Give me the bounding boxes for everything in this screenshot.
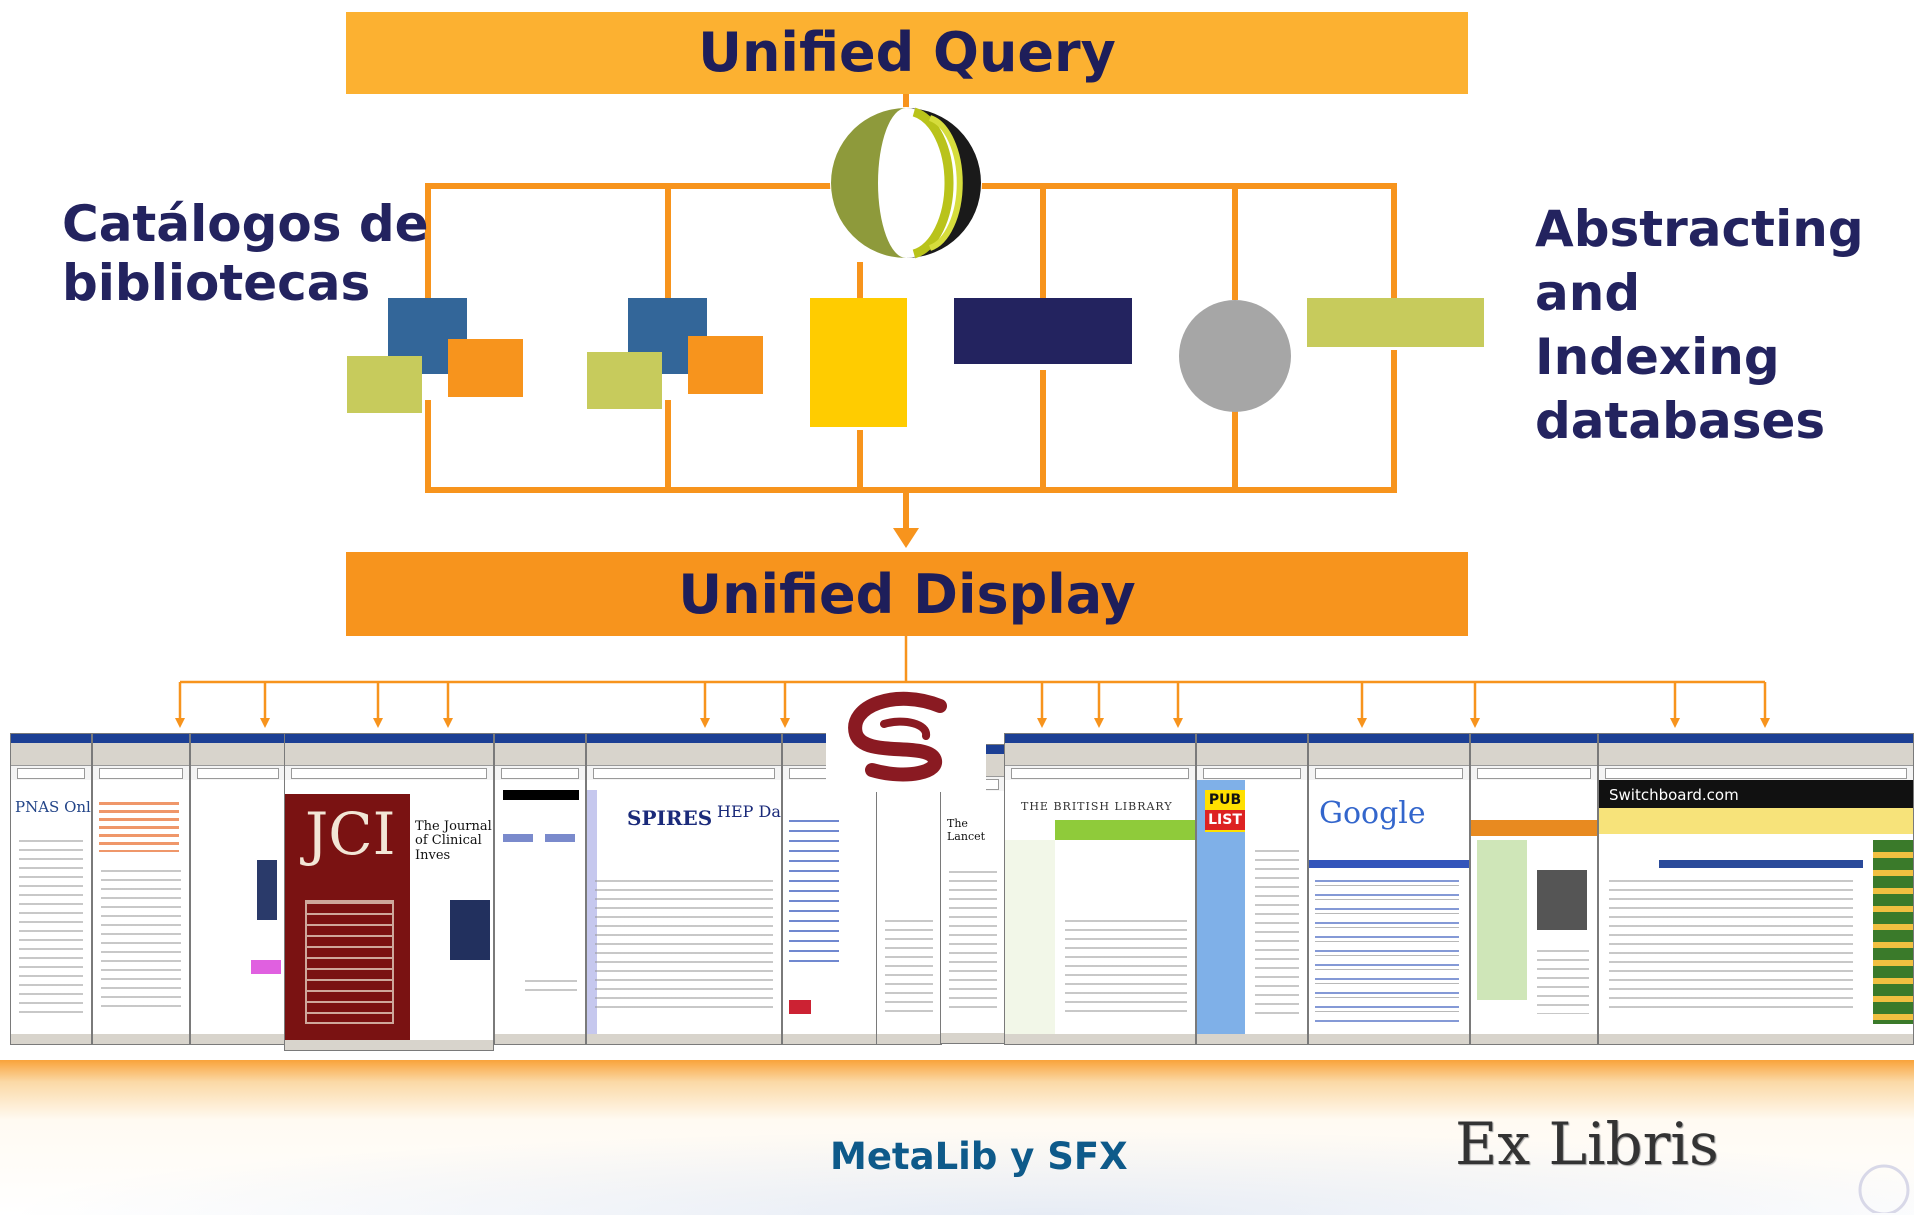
screenshot-amazon (1470, 733, 1598, 1045)
publist-logo: PUB LIST (1205, 790, 1245, 832)
unified-display-title: Unified Display (678, 563, 1136, 626)
right-label-line-3: Indexing (1535, 328, 1780, 386)
jci-subtitle: The Journal of Clinical Inves (415, 819, 492, 863)
database-navy-rect (954, 298, 1132, 364)
screenshot-spires: SPIRES HEP Da (586, 733, 782, 1045)
screenshot-publist: PUB LIST (1196, 733, 1308, 1045)
library-catalog-shapes-1 (347, 298, 523, 413)
screenshot-british-library: THE BRITISH LIBRARY (1004, 733, 1196, 1045)
arrow-down-icon (893, 528, 919, 548)
right-label-line-2: and (1535, 264, 1641, 322)
jci-logo: JCI (305, 800, 396, 868)
library-catalog-shapes-2 (587, 298, 763, 409)
publist-logo-line-1: PUB (1208, 792, 1242, 808)
ex-libris-logo: Ex Libris (1455, 1110, 1719, 1178)
spires-logo: SPIRES (627, 806, 713, 830)
left-label: Catálogos de bibliotecas (62, 195, 429, 313)
spires-subtitle: HEP Da (717, 802, 781, 821)
database-yellow-rect (810, 298, 907, 427)
publist-logo-line-2: LIST (1205, 810, 1245, 830)
connector-diagram (347, 94, 1484, 548)
footer-caption: MetaLib y SFX (830, 1135, 1128, 1178)
right-label: Abstracting and Indexing databases (1535, 197, 1864, 453)
screenshot-switchboard: Switchboard.com (1598, 733, 1914, 1045)
left-label-line-2: bibliotecas (62, 254, 371, 312)
screenshot-jci: JCI The Journal of Clinical Inves (284, 733, 494, 1051)
unified-query-bar: Unified Query (346, 12, 1468, 94)
unified-query-title: Unified Query (698, 21, 1116, 84)
switchboard-logo: Switchboard.com (1609, 786, 1739, 804)
british-library-logo: THE BRITISH LIBRARY (1021, 800, 1173, 813)
screenshot-pnas: PNAS Onl (10, 733, 92, 1045)
screenshot-google: Google (1308, 733, 1470, 1045)
database-gray-circle (1179, 300, 1291, 412)
sfx-logo (826, 684, 986, 792)
screenshot-journal (92, 733, 190, 1045)
pnas-logo: PNAS Onl (15, 798, 91, 816)
database-olive-rect (1307, 298, 1484, 347)
metalib-globe-icon (830, 107, 982, 259)
lancet-logo: The Lancet (947, 817, 986, 843)
google-logo: Google (1319, 796, 1426, 831)
unified-display-bar: Unified Display (346, 552, 1468, 636)
sfx-swirl-icon (848, 691, 947, 782)
footer-band (0, 1060, 1914, 1215)
left-label-line-1: Catálogos de (62, 195, 429, 253)
screenshot-blank-1 (190, 733, 286, 1045)
screenshot-blank-2 (494, 733, 586, 1045)
display-fanout (175, 636, 1770, 728)
right-label-line-1: Abstracting (1535, 200, 1864, 258)
corner-circle-icon (1858, 1164, 1910, 1213)
right-label-line-4: databases (1535, 392, 1826, 450)
